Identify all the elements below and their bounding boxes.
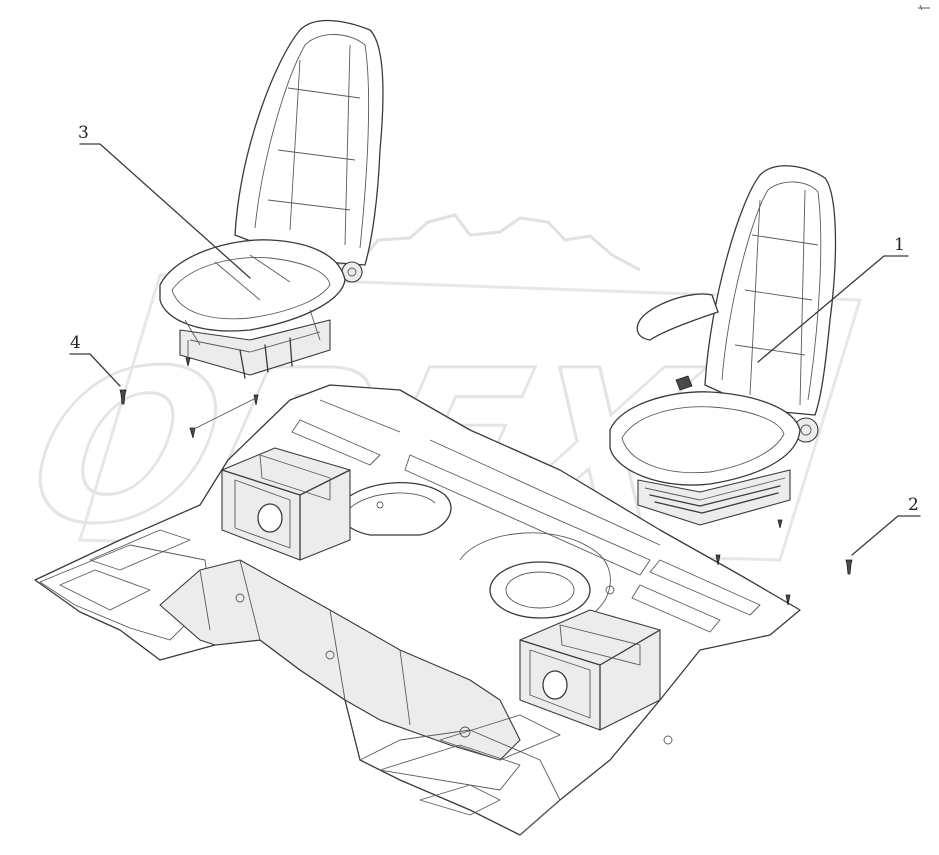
seat-1-armrest	[636, 293, 719, 341]
watermark-ring	[77, 273, 863, 562]
callout-2: 2	[851, 495, 921, 556]
fastener-part-4	[119, 389, 127, 405]
seat-1-driver	[609, 165, 837, 606]
callout-4-label: 4	[70, 333, 81, 353]
seat-3-base	[179, 319, 331, 376]
seat-3-backrest	[234, 19, 384, 266]
callout-3-label: 3	[78, 123, 89, 143]
cab-floor-panel	[34, 384, 801, 836]
corner-mark	[918, 4, 930, 11]
fastener-part-2	[845, 559, 853, 575]
callout-4: 4	[69, 333, 121, 387]
seat-1-cushion	[609, 391, 801, 486]
seat-3-cushion	[159, 239, 346, 332]
callout-3: 3	[78, 123, 251, 279]
seat-1-suspension-base	[637, 469, 791, 526]
left-seat-mount-box	[221, 447, 351, 561]
seat-1-backrest	[704, 165, 837, 416]
seat-3-passenger	[159, 19, 384, 439]
floor-center-bowl	[489, 561, 591, 619]
callout-1-label: 1	[894, 235, 905, 255]
callout-2-label: 2	[908, 495, 919, 515]
callout-1: 1	[757, 235, 909, 363]
